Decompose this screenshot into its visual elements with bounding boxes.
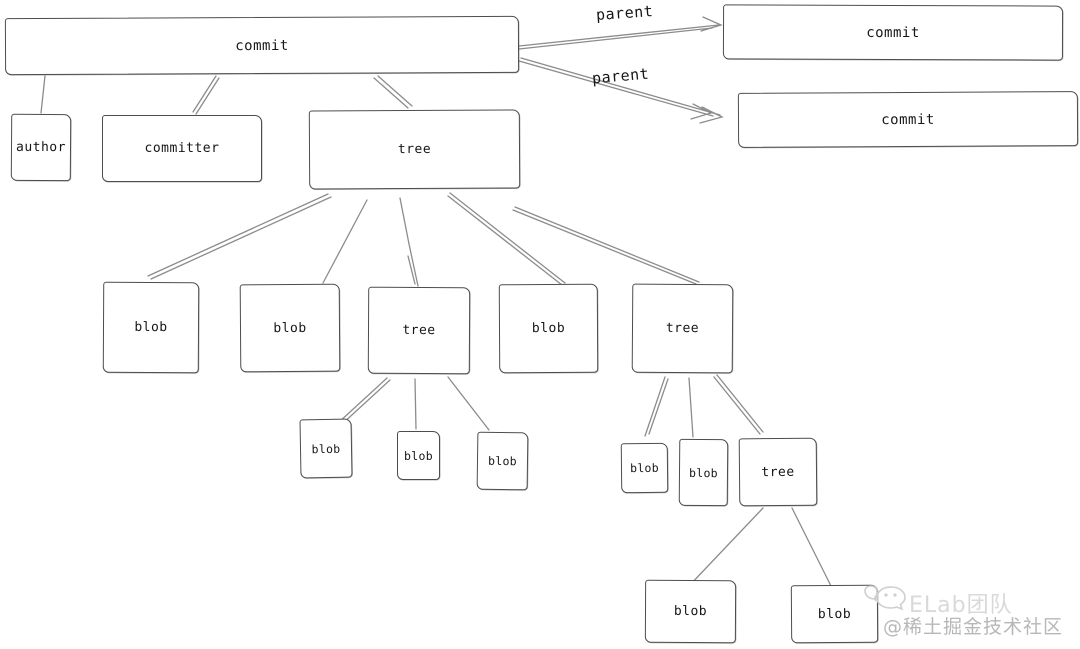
node-tree-2: tree [631, 283, 734, 374]
node-blob-g: blob [790, 584, 879, 644]
node-tree-main: tree [308, 109, 521, 190]
edge-tree2-blob-e [688, 377, 694, 438]
edge-tree3-blob-f [687, 507, 764, 588]
node-blob-3: blob [498, 283, 599, 374]
edge-treemid-blob-b [414, 378, 417, 430]
node-blob-f: blob [644, 579, 737, 644]
edge-parent-top-arrow [518, 16, 723, 50]
edge-tree-blob2 [322, 199, 368, 284]
edge-line [147, 193, 329, 277]
node-commit-main: commit [4, 15, 520, 76]
node-blob-c: blob [476, 431, 529, 491]
edge-treemid-blob-a [337, 377, 391, 426]
edge-line [687, 507, 764, 588]
edge-line [373, 77, 409, 109]
edge-line [414, 378, 417, 430]
edge-line-double [407, 255, 416, 285]
edge-commit-committer [192, 75, 220, 115]
edge-treemid-blob-c [447, 376, 490, 431]
edge-line [688, 377, 694, 438]
arrowhead [699, 106, 724, 124]
arrowhead [700, 16, 723, 32]
node-tree-mid: tree [367, 286, 471, 375]
edge-line-double [195, 77, 220, 115]
edge-line-double [518, 27, 713, 50]
arrowhead-double [690, 103, 713, 120]
node-committer: committer [102, 115, 262, 182]
edge-line [40, 75, 46, 114]
edge-line-double [648, 378, 669, 435]
node-blob-b: blob [397, 431, 440, 480]
node-commit-parent-bottom: commit [737, 91, 1079, 148]
edge-tree3-blob-g [791, 507, 833, 589]
edge-commit-author [40, 75, 46, 114]
node-author: author [10, 113, 72, 182]
edge-tree-treemid [399, 197, 419, 287]
edge-line [449, 192, 566, 284]
edge-line [447, 376, 490, 431]
edge-line [337, 377, 388, 424]
edge-tree-blob1 [147, 193, 332, 280]
edge-line-double [518, 60, 714, 117]
edge-tree-blob3 [447, 192, 566, 286]
edge-tree-tree2 [512, 206, 700, 285]
edge-line-double [377, 75, 413, 107]
node-blob-1: blob [102, 281, 200, 374]
node-blob-a: blob [299, 418, 353, 479]
edge-line-double [150, 196, 332, 280]
edge-tree2-tree3 [713, 374, 764, 435]
edge-line [713, 376, 761, 435]
node-blob-2: blob [239, 283, 341, 373]
edge-line [192, 75, 217, 113]
edge-line [514, 206, 700, 283]
node-commit-parent-top: commit [722, 4, 1064, 61]
edge-line-double [512, 209, 697, 285]
node-blob-d: blob [620, 442, 669, 494]
edge-line [644, 376, 666, 437]
edge-parent-bottom-arrow [518, 57, 724, 124]
edge-tree2-blob-d [644, 376, 669, 437]
edge-line-double [340, 379, 391, 426]
node-blob-e: blob [678, 438, 729, 507]
edge-line-double [716, 374, 764, 433]
node-tree-3: tree [738, 437, 818, 507]
edge-line [791, 507, 833, 589]
edge-line [322, 199, 368, 284]
edge-line [399, 197, 419, 287]
edge-line [518, 24, 720, 47]
edge-commit-tree [373, 75, 413, 109]
edge-line [520, 57, 721, 116]
edge-line-double [447, 195, 563, 286]
